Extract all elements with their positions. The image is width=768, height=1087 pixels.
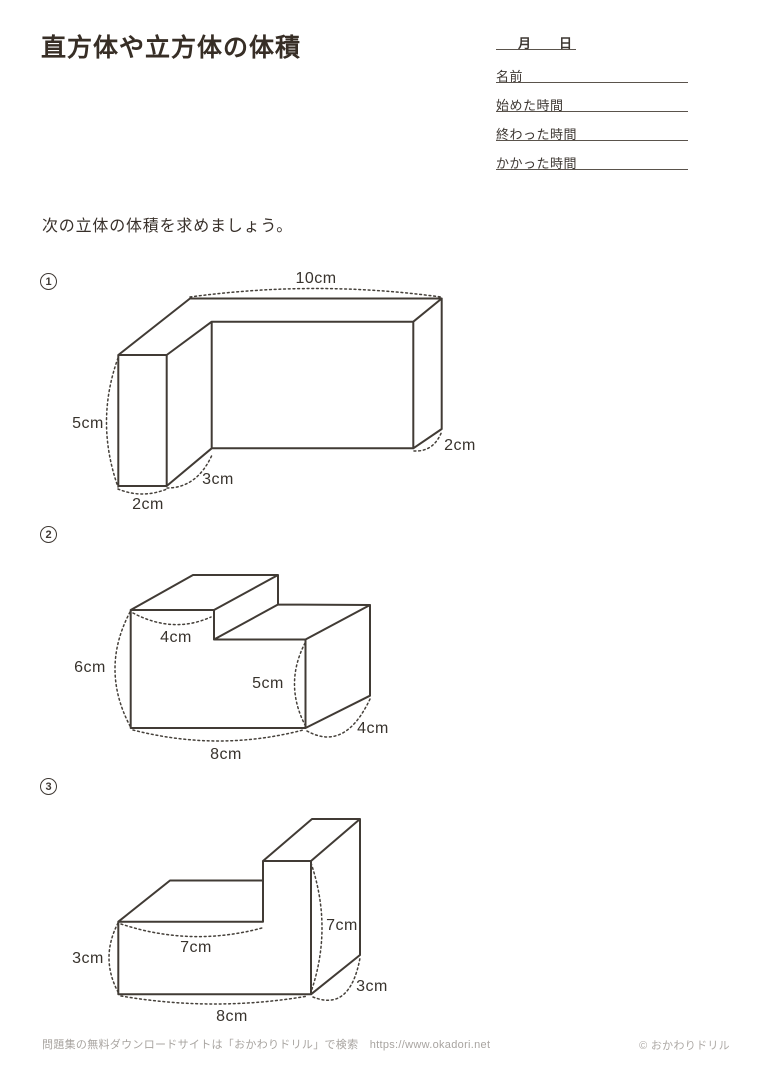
dim-step-depth: 3cm	[202, 471, 234, 488]
dim-top-length: 10cm	[295, 270, 336, 287]
dim-right-depth: 4cm	[357, 720, 389, 737]
end-time-underline	[496, 140, 688, 141]
start-time-underline	[496, 111, 688, 112]
problem-1-number: 1	[40, 273, 57, 290]
end-time-field: 終わった時間	[496, 124, 688, 142]
problem-3-dimension-arcs	[108, 862, 361, 1005]
dim-left-height: 6cm	[74, 659, 106, 676]
date-underline	[496, 49, 576, 50]
day-label: 日	[559, 36, 573, 51]
date-field: 月 日	[496, 33, 576, 51]
dim-right-depth: 2cm	[444, 437, 476, 454]
dim-bottom-width: 2cm	[132, 496, 164, 513]
elapsed-time-field: かかった時間	[496, 153, 688, 171]
name-underline	[496, 82, 688, 83]
dim-bottom-length: 8cm	[210, 746, 242, 763]
problem-2-solid-edges	[129, 574, 371, 729]
dim-bottom-length: 8cm	[216, 1008, 248, 1025]
start-time-label: 始めた時間	[496, 98, 564, 113]
month-label: 月	[518, 36, 532, 51]
problem-3-number: 3	[40, 778, 57, 795]
footer-site-info: 問題集の無料ダウンロードサイトは「おかわりドリル」で検索 https://www…	[42, 1039, 491, 1051]
dim-left-height: 5cm	[72, 415, 104, 432]
problem-3-solid-edges	[117, 818, 361, 996]
problem-2-figure: 4cm 6cm 5cm 8cm 4cm	[74, 574, 389, 763]
problem-1-solid-edges	[117, 297, 443, 487]
dim-right-depth: 3cm	[356, 978, 388, 995]
instruction-text: 次の立体の体積を求めましょう。	[42, 218, 294, 235]
start-time-field: 始めた時間	[496, 95, 688, 113]
problem-2-number-text: 2	[45, 528, 52, 541]
dim-seat-depth: 7cm	[180, 939, 212, 956]
end-time-label: 終わった時間	[496, 127, 578, 142]
problem-2-number: 2	[40, 526, 57, 543]
problem-2-dimension-arcs	[114, 611, 371, 742]
elapsed-time-underline	[496, 169, 688, 170]
problem-1-dimension-arcs	[105, 287, 443, 495]
dim-top-width: 4cm	[160, 629, 192, 646]
problem-3-number-text: 3	[45, 780, 52, 793]
footer-copyright: © おかわりドリル	[639, 1040, 730, 1052]
name-label: 名前	[496, 69, 524, 84]
dim-left-height: 3cm	[72, 950, 104, 967]
problem-3-figure: 3cm 7cm 7cm 8cm 3cm	[72, 818, 388, 1025]
dim-right-height: 5cm	[252, 675, 284, 692]
page-title: 直方体や立方体の体積	[41, 34, 302, 62]
name-field: 名前	[496, 66, 688, 84]
elapsed-time-label: かかった時間	[496, 156, 578, 171]
dim-right-height: 7cm	[326, 917, 358, 934]
problem-1-figure: 10cm 5cm 2cm 3cm 2cm	[72, 270, 476, 513]
problem-1-number-text: 1	[45, 275, 52, 288]
